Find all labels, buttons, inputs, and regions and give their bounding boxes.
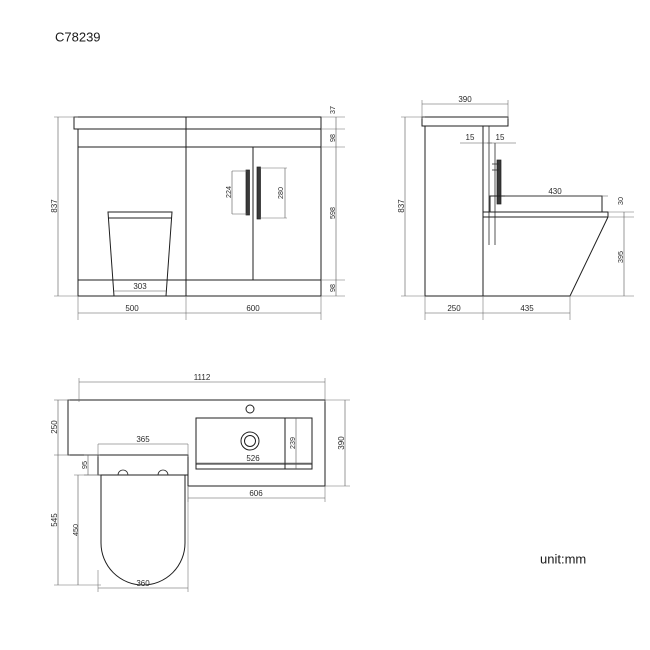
plan-dim-cistern-width: 365 <box>136 435 150 444</box>
plan-dim-left-depth: 250 <box>50 420 59 434</box>
side-countertop <box>421 116 509 127</box>
plan-toilet-seat <box>100 474 186 586</box>
plan-dim-pan-depth: 450 <box>71 524 80 536</box>
front-dim-cabinet-section-width: 600 <box>246 304 260 313</box>
side-elevation-view: 390 837 15 15 430 30 395 <box>397 95 634 320</box>
plan-view: 1112 250 390 365 95 239 <box>50 373 350 592</box>
front-dim-toilet-base-width: 303 <box>133 282 147 291</box>
side-flush-plate <box>496 159 502 205</box>
plan-basin-bowl <box>195 417 313 470</box>
plan-dim-toilet-total-depth: 545 <box>50 513 59 527</box>
plan-dim-bowl-depth: 239 <box>288 437 297 449</box>
side-dim-gap-left: 15 <box>466 133 475 142</box>
front-dim-toilet-section-width: 500 <box>125 304 139 313</box>
side-dim-gap-right: 15 <box>496 133 505 142</box>
side-dim-cabinet-depth: 250 <box>447 304 461 313</box>
unit-note: unit:mm <box>540 551 586 566</box>
plan-dim-right-depth: 390 <box>337 436 346 450</box>
plan-dim-pan-width: 360 <box>136 579 150 588</box>
front-handle-left <box>245 169 250 216</box>
front-carcass-body <box>77 128 322 297</box>
side-dim-cistern-length: 430 <box>548 187 562 196</box>
front-dim-upper-band: 98 <box>328 134 337 142</box>
front-dim-plinth-height: 98 <box>328 284 337 292</box>
plan-tap-hole <box>245 404 255 414</box>
side-dim-rim-thickness: 30 <box>616 197 625 205</box>
side-cistern-shroud <box>489 195 603 213</box>
plan-waste-outer <box>240 431 260 451</box>
front-dim-handle-short: 280 <box>276 187 285 199</box>
plan-dim-overall-width: 1112 <box>194 373 211 382</box>
front-elevation-view: 837 37 98 598 98 303 500 <box>50 106 345 320</box>
front-dim-overall-height: 837 <box>50 199 59 213</box>
plan-waste-inner <box>244 435 256 447</box>
front-dim-door-height: 598 <box>328 207 337 219</box>
front-dim-handle-long: 224 <box>224 186 233 198</box>
side-dim-overall-height: 837 <box>397 199 406 213</box>
drawing-number-title: C78239 <box>55 29 101 44</box>
plan-toilet-cistern <box>97 454 189 476</box>
front-toilet-pan <box>107 211 173 297</box>
side-dim-top-depth: 390 <box>458 95 472 104</box>
side-dim-pan-height: 395 <box>616 251 625 263</box>
front-dim-top-thickness: 37 <box>328 106 337 114</box>
front-handle-right <box>256 166 261 220</box>
side-toilet-pan <box>482 211 609 297</box>
plan-dim-offset-95: 95 <box>80 461 89 469</box>
plan-seat-hinge-left <box>117 469 129 476</box>
front-countertop <box>73 116 322 130</box>
plan-dim-bowl-width: 526 <box>246 454 260 463</box>
side-dim-toilet-projection: 435 <box>520 304 534 313</box>
plan-dim-basin-section-width: 606 <box>249 489 263 498</box>
side-cabinet-body <box>424 125 484 297</box>
plan-seat-hinge-right <box>157 469 169 476</box>
